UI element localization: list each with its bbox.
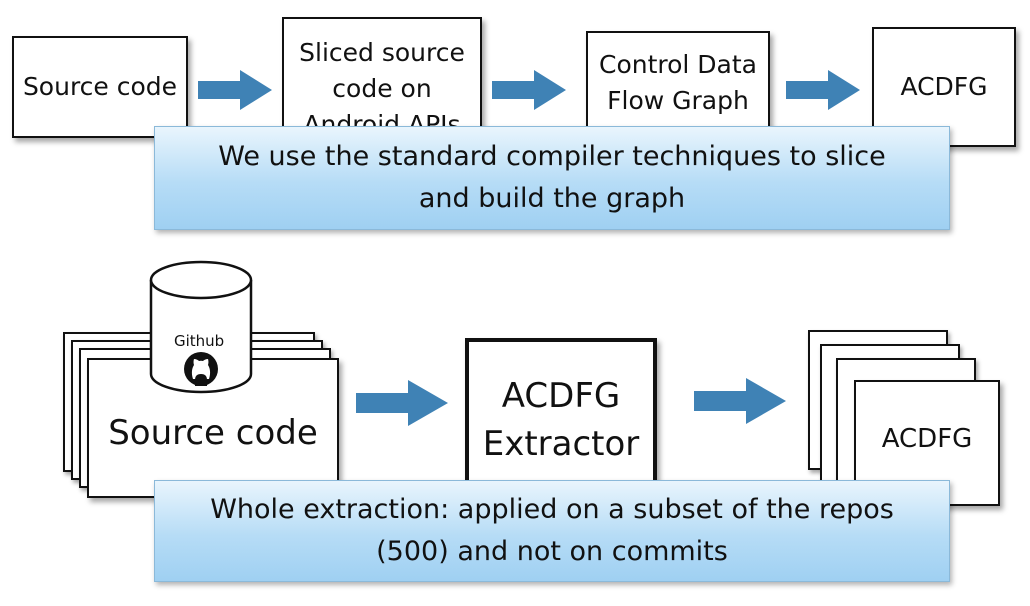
sliced-label-line2: code on xyxy=(332,74,432,103)
bottom-callout-line2: (500) and not on commits xyxy=(376,536,728,567)
acdfg-stack-label: ACDFG xyxy=(881,424,973,454)
control-data-flow-graph-box: Control Data Flow Graph xyxy=(586,31,770,135)
arrow-right-icon xyxy=(694,378,786,424)
bottom-callout: Whole extraction: applied on a subset of… xyxy=(154,480,950,582)
cdfg-label-line2: Flow Graph xyxy=(607,86,749,115)
sliced-label-line1: Sliced source xyxy=(299,38,465,67)
bottom-callout-line1: Whole extraction: applied on a subset of… xyxy=(210,494,894,525)
sliced-source-box: Sliced source code on Android APIs xyxy=(282,17,482,135)
arrow-right-icon xyxy=(198,70,272,110)
extractor-label-line1: ACDFG xyxy=(501,376,621,416)
cdfg-label-line1: Control Data xyxy=(598,50,757,79)
arrow-right-icon xyxy=(786,70,860,110)
arrow-right-icon xyxy=(356,380,448,426)
source-code-box: Source code xyxy=(12,36,188,138)
github-label: Github xyxy=(174,332,225,350)
top-callout: We use the standard compiler techniques … xyxy=(154,126,950,230)
source-code-stack-label: Source code xyxy=(108,413,318,453)
top-callout-line2: and build the graph xyxy=(418,183,686,214)
acdfg-label: ACDFG xyxy=(900,72,988,101)
github-database-icon xyxy=(149,260,253,394)
source-code-label: Source code xyxy=(22,72,178,101)
extractor-label-line2: Extractor xyxy=(482,424,640,464)
top-callout-line1: We use the standard compiler techniques … xyxy=(218,141,886,172)
acdfg-extractor-box: ACDFG Extractor xyxy=(465,338,657,498)
arrow-right-icon xyxy=(492,70,566,110)
